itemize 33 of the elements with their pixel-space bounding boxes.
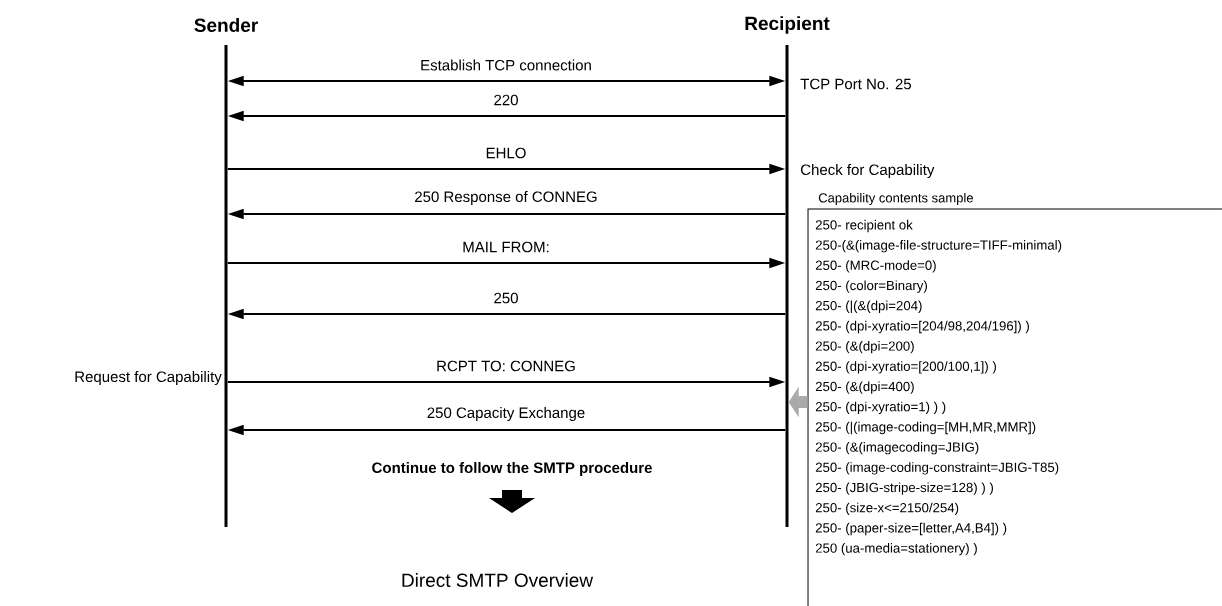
note-text: Check for Capability	[801, 164, 935, 178]
note-text: Continue to follow the SMTP procedure	[372, 462, 652, 476]
edge-label: 250 Capacity Exchange	[427, 407, 585, 421]
capability-line: 250- (dpi-xyratio=1) ) )	[815, 401, 946, 414]
edge-label: 220	[494, 94, 518, 106]
edge-label: RCPT TO: CONNEG	[437, 360, 575, 372]
note-text: TCP Port No. 25	[800, 78, 911, 90]
capability-line: 250- recipient ok	[815, 219, 913, 233]
participant-heading: Sender	[194, 18, 258, 32]
capability-line: 250- (JBIG-stripe-size=128) ) )	[815, 482, 993, 495]
capability-line: 250-(&(image-file-structure=TIFF-minimal)	[815, 240, 1062, 253]
capability-line: 250- (paper-size=[letter,A4,B4]) )	[815, 522, 1007, 536]
capability-line: 250 (ua-media=stationery) )	[815, 543, 977, 556]
capability-line: 250- (color=Binary)	[815, 280, 927, 293]
edge-label: 250 Response of CONNEG	[415, 191, 597, 205]
capability-line: 250- (&(imagecoding=JBIG)	[815, 442, 979, 455]
capability-line: 250- (|(image-coding=[MH,MR,MMR])	[815, 421, 1036, 435]
participant-heading: Recipient	[745, 16, 830, 34]
capability-line: 250- (&(dpi=400)	[815, 381, 914, 394]
caption: Direct SMTP Overview	[402, 573, 594, 587]
capability-line: 250- (&(dpi=200)	[815, 341, 914, 354]
edge-label: MAIL FROM:	[463, 241, 549, 253]
box-heading: Capability contents sample	[818, 192, 973, 206]
edge-label: EHLO	[486, 147, 526, 159]
capability-line: 250- (|(&(dpi=204)	[815, 300, 922, 313]
capability-line: 250- (dpi-xyratio=[204/98,204/196]) )	[815, 320, 1029, 334]
capability-line: 250- (dpi-xyratio=[200/100,1]) )	[815, 361, 996, 374]
capability-line: 250- (size-x<=2150/254)	[815, 502, 959, 515]
capability-line: 250- (MRC-mode=0)	[815, 260, 936, 273]
note-text: Request for Capability	[75, 371, 222, 385]
edge-label: Establish TCP connection	[421, 59, 591, 71]
edge-label: 250	[494, 292, 518, 304]
capability-line: 250- (image-coding-constraint=JBIG-T85)	[815, 462, 1059, 475]
